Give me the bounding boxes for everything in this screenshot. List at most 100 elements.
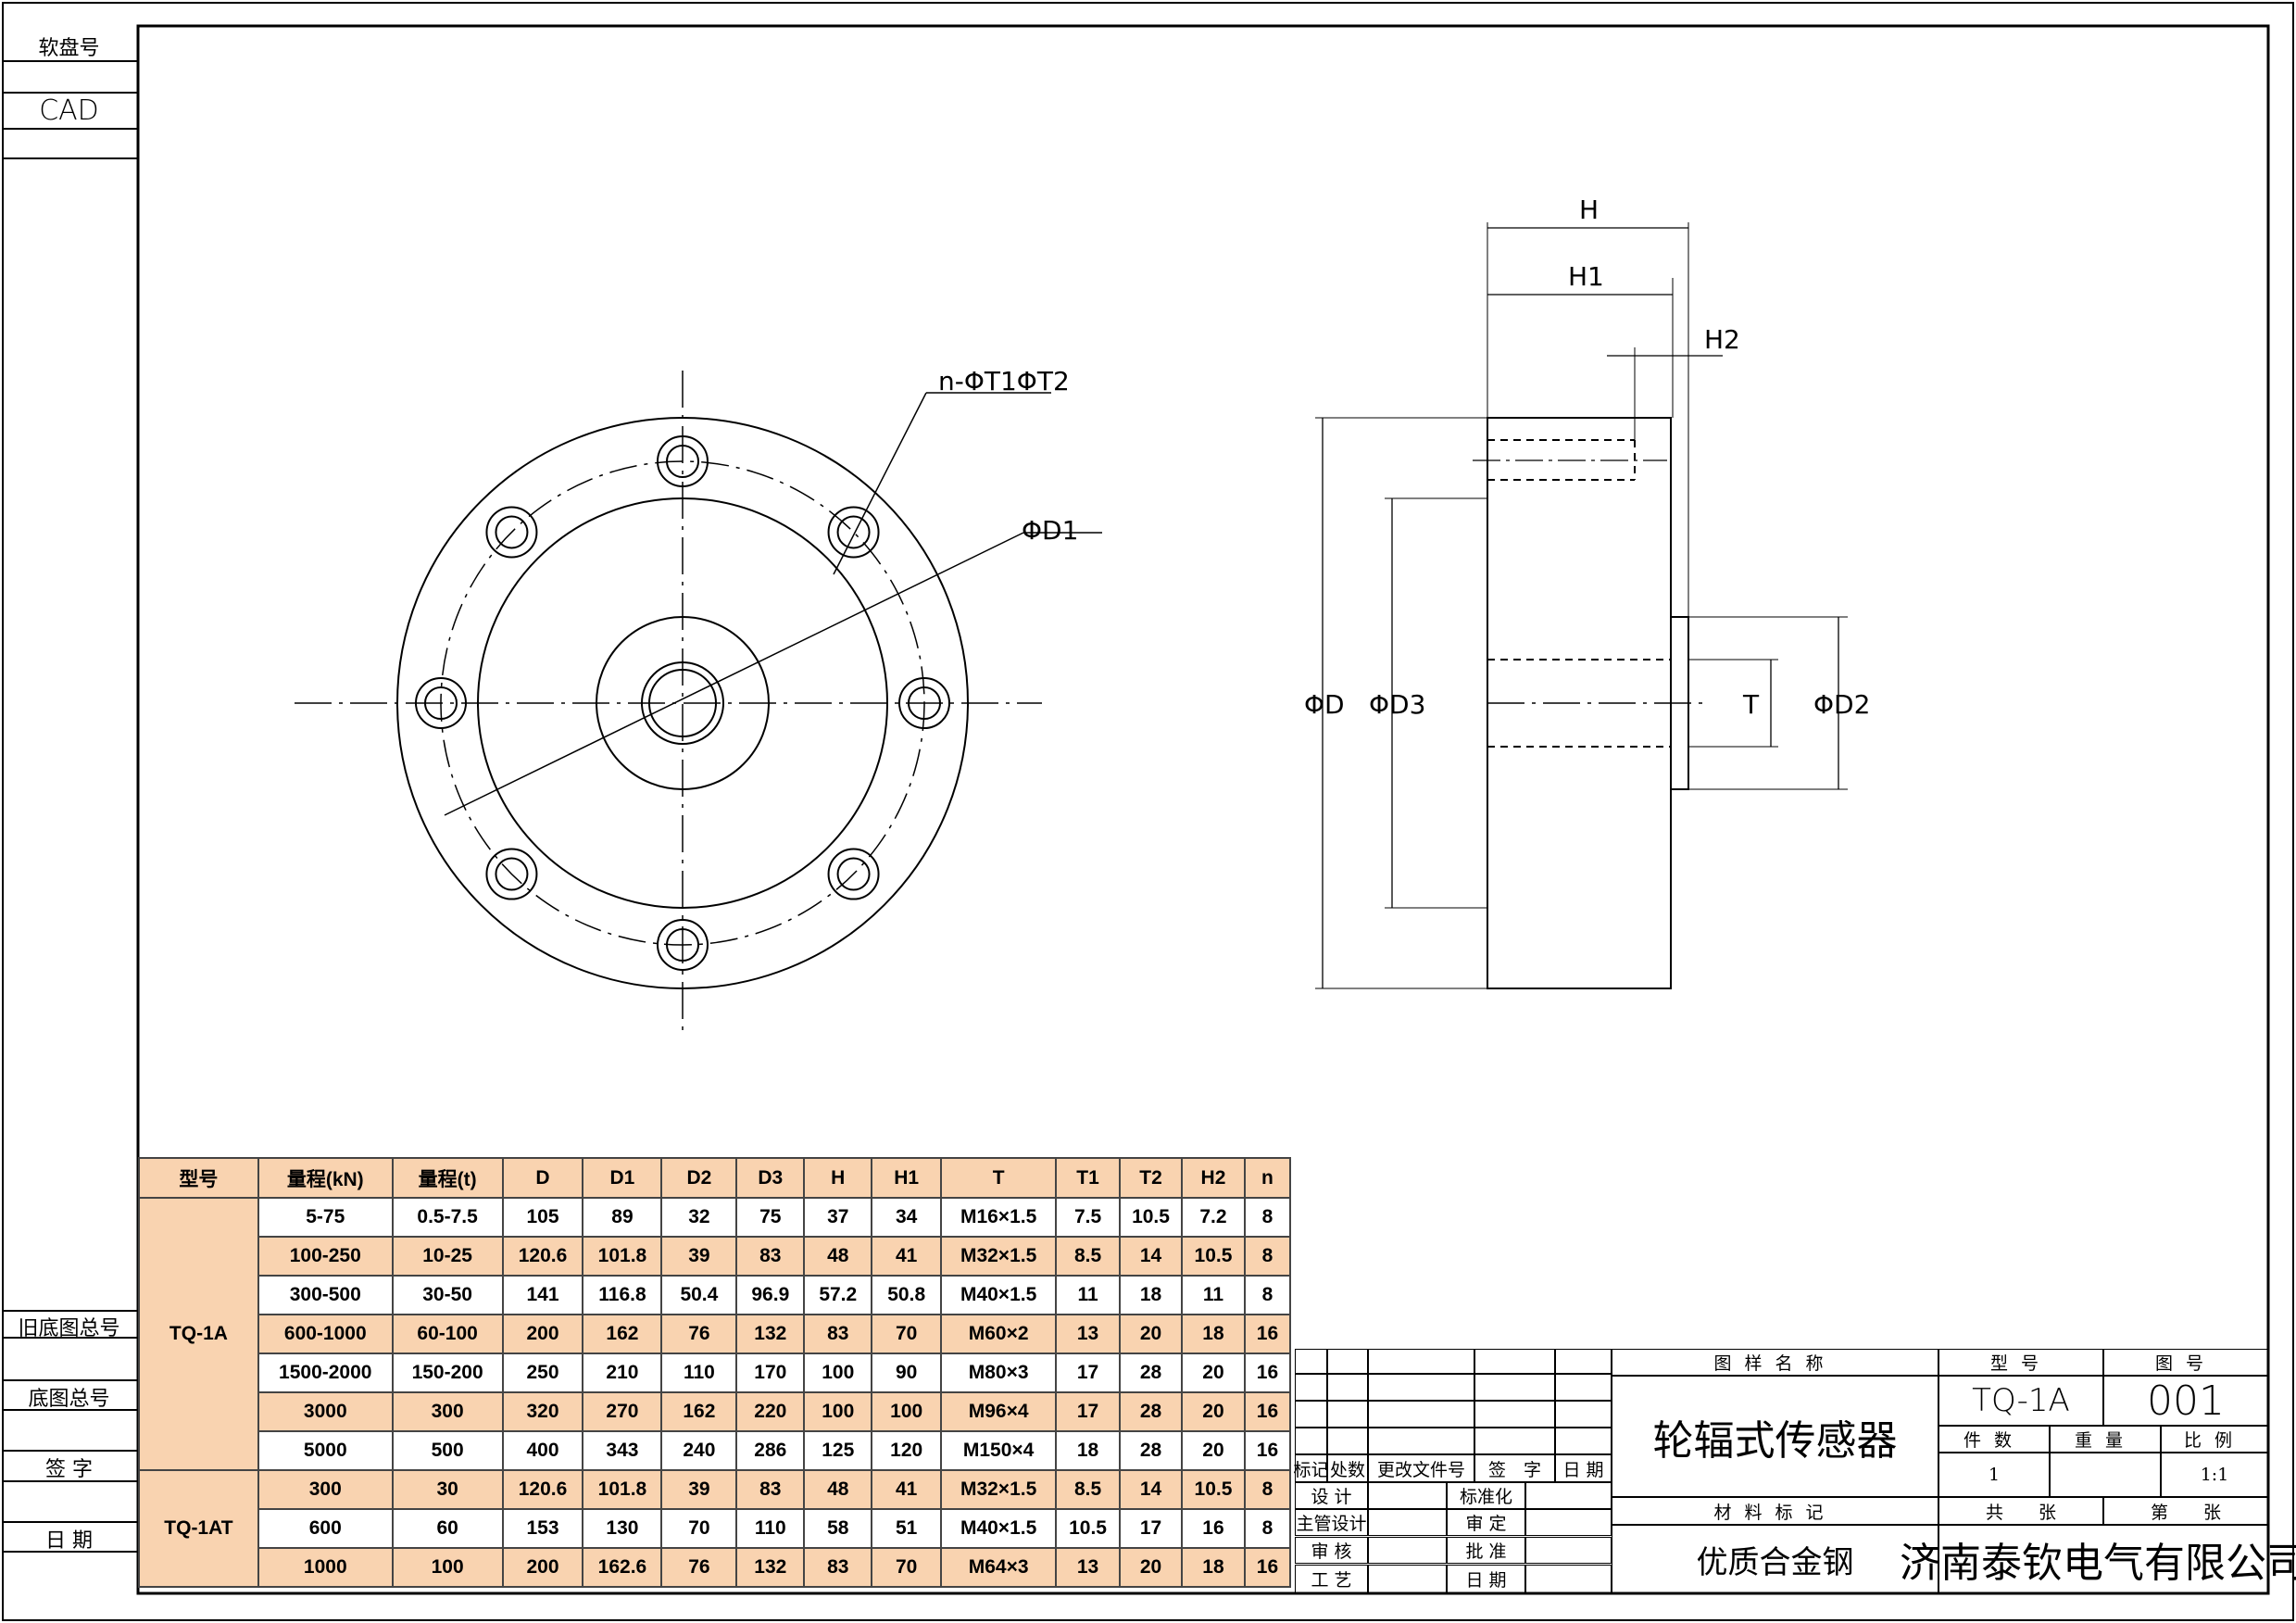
table-cell: 130	[582, 1508, 663, 1549]
table-cell: M32×1.5	[940, 1236, 1058, 1277]
approval-label: 标准化	[1447, 1482, 1525, 1509]
table-cell: 18	[1119, 1275, 1183, 1315]
table-cell: 3000	[257, 1391, 394, 1432]
table-cell: 32	[660, 1197, 738, 1238]
column-header: H1	[871, 1157, 943, 1199]
role-sign-cell	[1368, 1537, 1447, 1564]
table-cell: 48	[803, 1469, 873, 1510]
scale-value: 1:1	[2161, 1453, 2268, 1497]
model-label: 型号	[1938, 1349, 2103, 1376]
left-strip-lines	[3, 60, 138, 1553]
table-cell: 58	[803, 1508, 873, 1549]
table-cell: 28	[1119, 1391, 1183, 1432]
role-label: 审 核	[1295, 1537, 1368, 1564]
table-cell: 132	[735, 1547, 806, 1588]
revision-cell	[1327, 1374, 1368, 1401]
table-cell: 70	[871, 1314, 943, 1354]
table-cell: 101.8	[582, 1469, 663, 1510]
inner-frame	[136, 24, 2270, 1595]
disk-number-label: 软盘号	[38, 37, 100, 60]
table-cell: 18	[1180, 1314, 1246, 1354]
table-cell: 41	[871, 1469, 943, 1510]
table-cell: 7.5	[1055, 1197, 1122, 1238]
table-cell: 28	[1119, 1430, 1183, 1471]
table-cell: 120.6	[501, 1236, 584, 1277]
table-cell: 30	[391, 1469, 504, 1510]
bolt-hole	[836, 857, 871, 891]
d-label: ΦD	[1304, 689, 1345, 720]
table-cell: 162	[660, 1391, 738, 1432]
table-cell: 10-25	[391, 1236, 504, 1277]
table-cell: 7.2	[1180, 1197, 1246, 1238]
approval-label: 批 准	[1447, 1537, 1525, 1564]
table-cell: 60	[391, 1508, 504, 1549]
table-cell: 76	[660, 1547, 738, 1588]
h1-label: H1	[1568, 261, 1604, 292]
date-label: 日 期	[45, 1529, 93, 1553]
table-cell: 153	[501, 1508, 584, 1549]
table-cell: 286	[735, 1430, 806, 1471]
table-cell: 200	[501, 1314, 584, 1354]
holes-label: n-ΦT1ΦT2	[938, 366, 1070, 396]
column-header: 量程(kN)	[257, 1157, 394, 1199]
table-cell: 18	[1180, 1547, 1246, 1588]
role-sign-cell	[1368, 1482, 1447, 1509]
bolt-hole	[898, 677, 950, 729]
table-cell: 120	[871, 1430, 943, 1471]
sheet-number-label: 第 张	[2103, 1497, 2268, 1525]
side-view	[1315, 222, 1848, 989]
table-cell: 141	[501, 1275, 584, 1315]
table-cell: 50.4	[660, 1275, 738, 1315]
model-value: TQ-1A	[1938, 1376, 2103, 1426]
revision-cell	[1474, 1374, 1555, 1401]
table-cell: 500	[391, 1430, 504, 1471]
scale-label: 比例	[2161, 1426, 2268, 1453]
table-cell: 96.9	[735, 1275, 806, 1315]
bolt-hole	[657, 435, 709, 487]
bolt-hole	[415, 677, 467, 729]
weight-label: 重量	[2050, 1426, 2161, 1453]
revision-cell	[1368, 1401, 1474, 1428]
revision-header: 更改文件号	[1368, 1454, 1474, 1482]
bolt-hole	[827, 506, 880, 559]
revision-cell	[1555, 1428, 1612, 1454]
revision-cell	[1555, 1374, 1612, 1401]
table-cell: 300	[257, 1469, 394, 1510]
material-value: 优质合金钢	[1612, 1525, 1938, 1593]
table-cell: 13	[1055, 1314, 1122, 1354]
role-label: 主管设计	[1295, 1509, 1368, 1536]
h2-label: H2	[1704, 324, 1740, 355]
model-cell: TQ-1AT	[138, 1469, 259, 1588]
table-cell: 343	[582, 1430, 663, 1471]
table-cell: 10.5	[1180, 1236, 1246, 1277]
table-cell: M40×1.5	[940, 1508, 1058, 1549]
revision-cell	[1474, 1349, 1555, 1374]
table-cell: 400	[501, 1430, 584, 1471]
bolt-hole	[827, 848, 880, 900]
table-cell: 57.2	[803, 1275, 873, 1315]
bolt-hole	[485, 506, 538, 559]
revision-cell	[1474, 1428, 1555, 1454]
table-cell: 16	[1243, 1352, 1292, 1393]
revision-cell	[1295, 1401, 1327, 1428]
table-cell: 125	[803, 1430, 873, 1471]
table-cell: 8	[1243, 1275, 1292, 1315]
table-cell: 100	[871, 1391, 943, 1432]
revision-cell	[1295, 1349, 1327, 1374]
table-cell: 20	[1119, 1314, 1183, 1354]
table-cell: 83	[803, 1314, 873, 1354]
revision-header: 处数	[1327, 1454, 1368, 1482]
table-cell: 162	[582, 1314, 663, 1354]
table-cell: 70	[660, 1508, 738, 1549]
table-cell: 41	[871, 1236, 943, 1277]
table-cell: 83	[735, 1236, 806, 1277]
table-cell: 20	[1180, 1391, 1246, 1432]
drawing-name: 轮辐式传感器	[1612, 1376, 1938, 1497]
table-cell: 39	[660, 1236, 738, 1277]
table-cell: 120.6	[501, 1469, 584, 1510]
table-cell: 8	[1243, 1197, 1292, 1238]
table-cell: 60-100	[391, 1314, 504, 1354]
